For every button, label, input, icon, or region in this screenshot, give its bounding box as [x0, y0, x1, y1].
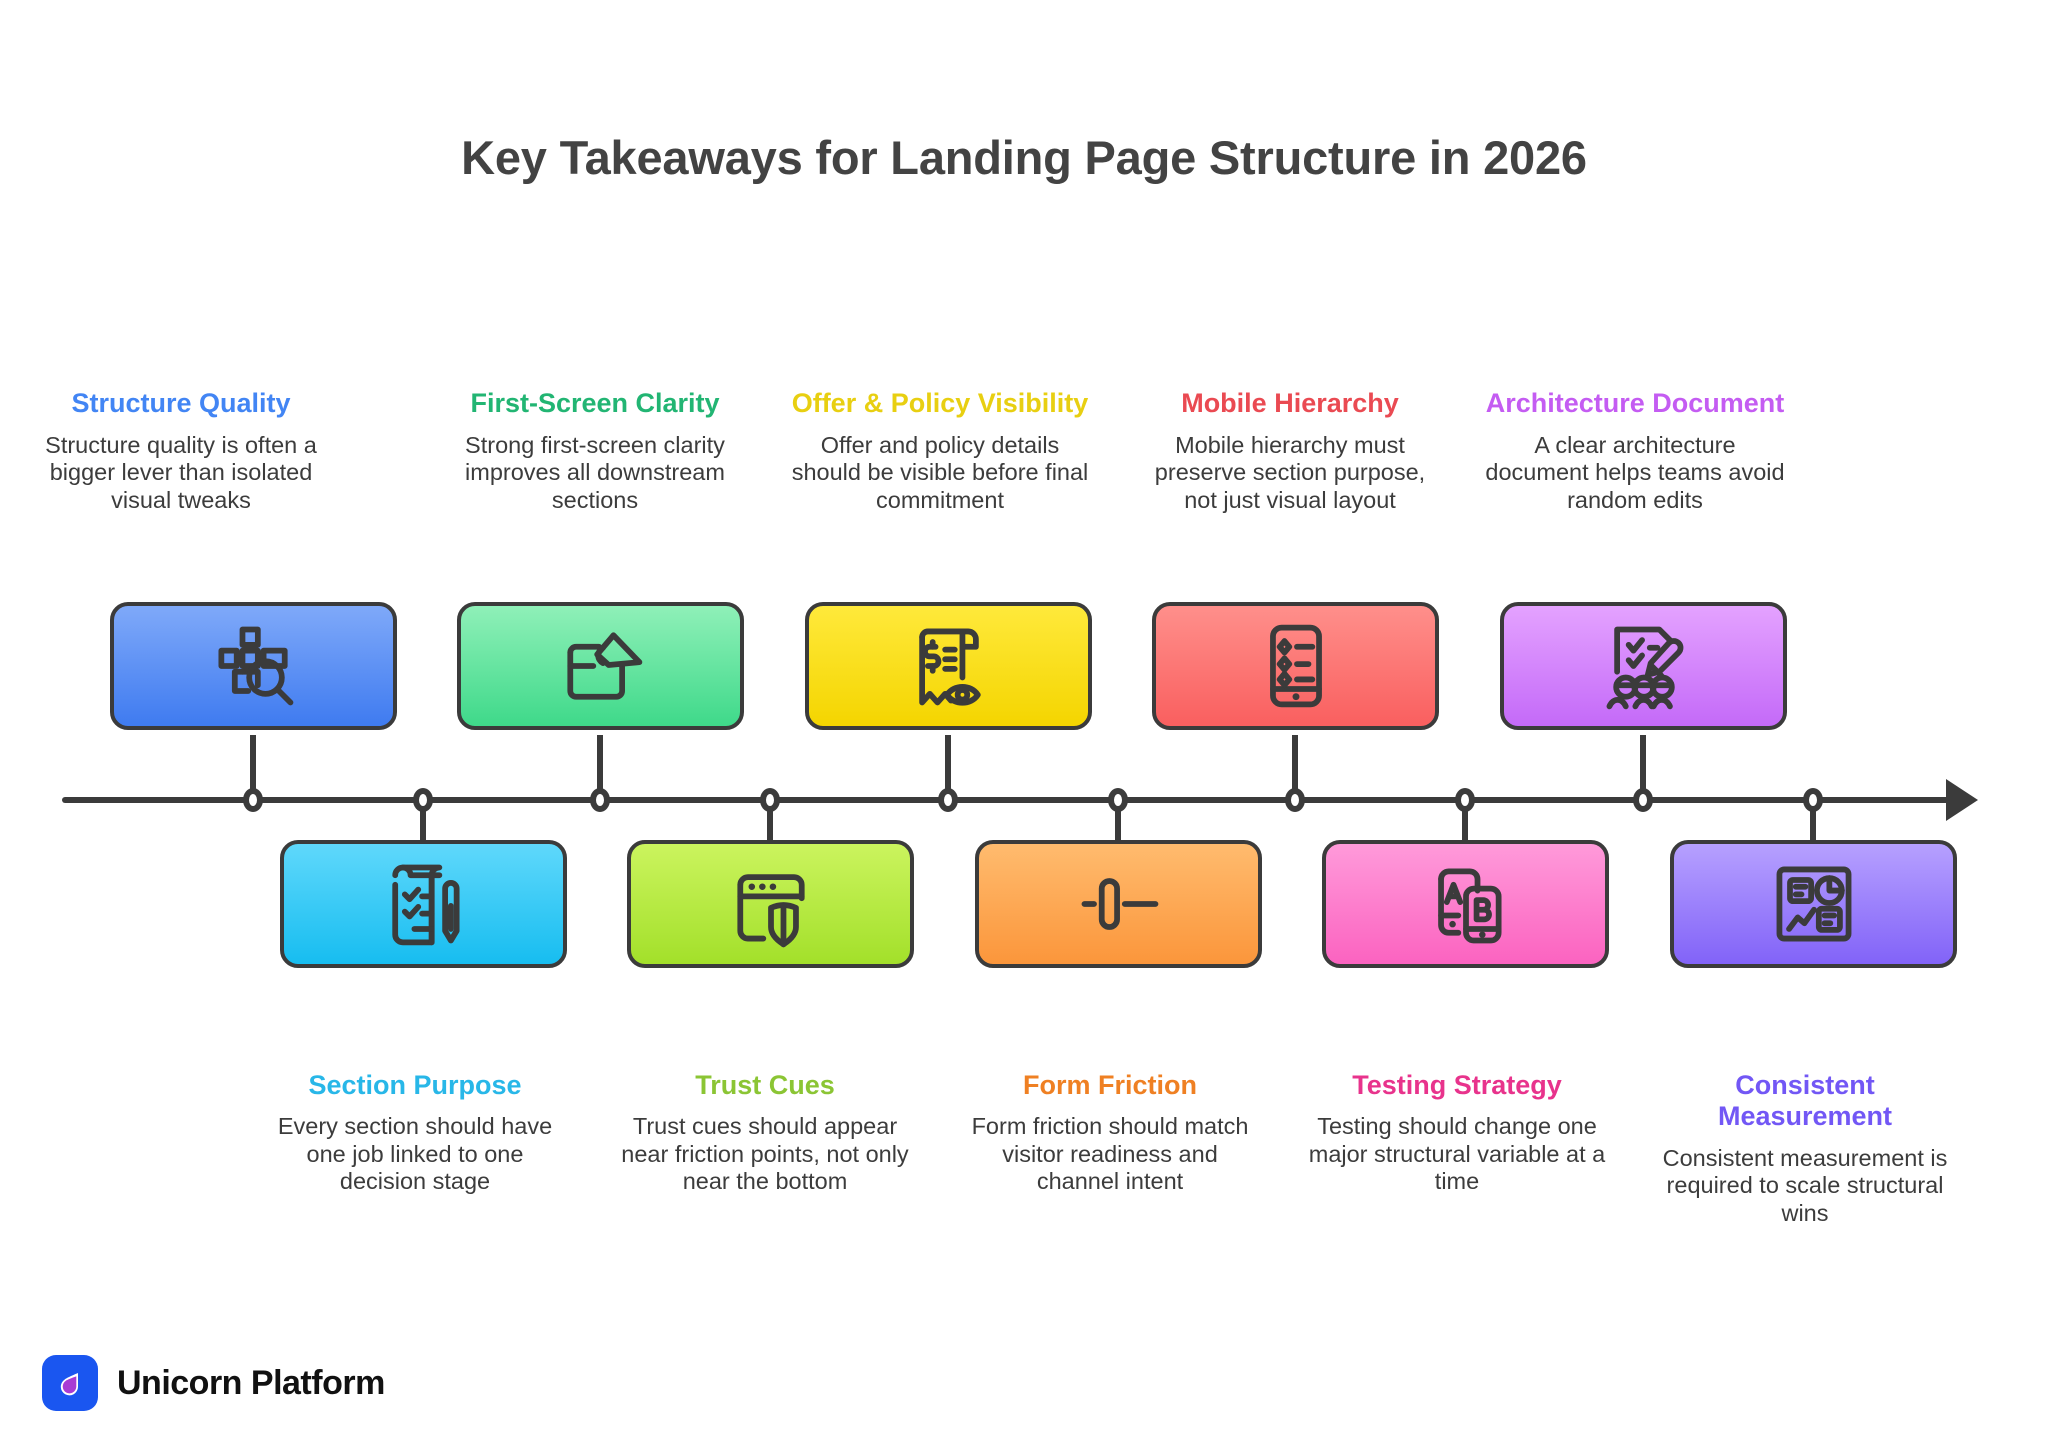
mobile-hierarchy-icon [1269, 624, 1322, 708]
icon-card-top-4[interactable] [1500, 602, 1787, 730]
icon-card-bottom-1[interactable] [627, 840, 914, 968]
ab-test-icon [1437, 868, 1502, 944]
takeaway-top-3: Mobile Hierarchy Mobile hierarchy must p… [1140, 388, 1440, 514]
takeaway-top-4: Architecture Document A clear architectu… [1485, 388, 1785, 514]
takeaway-label: Architecture Document [1485, 388, 1785, 419]
takeaway-bottom-0: Section Purpose Every section should hav… [265, 1070, 565, 1196]
takeaway-description: Every section should have one job linked… [277, 1113, 553, 1195]
takeaway-top-0: Structure Quality Structure quality is o… [31, 388, 331, 514]
takeaway-description: Trust cues should appear near friction p… [621, 1113, 909, 1195]
timeline-node-3[interactable] [760, 788, 780, 812]
architecture-doc-team-icon [1606, 626, 1683, 710]
takeaway-label: Form Friction [1023, 1070, 1197, 1100]
timeline-connector [1810, 800, 1816, 866]
timeline-connector [945, 735, 951, 801]
icon-card-top-2[interactable] [805, 602, 1092, 730]
timeline-node-1[interactable] [413, 788, 433, 812]
analytics-dashboard-icon [1776, 866, 1851, 942]
takeaway-label: Testing Strategy [1352, 1070, 1562, 1100]
timeline-node-6[interactable] [1285, 788, 1305, 812]
takeaway-description: Mobile hierarchy must preserve section p… [1154, 431, 1426, 513]
page-title: Key Takeaways for Landing Page Structure… [461, 131, 1587, 184]
timeline-node-9[interactable] [1803, 788, 1823, 812]
timeline-axis [62, 797, 1962, 803]
timeline-connector [1640, 735, 1646, 801]
icon-card-bottom-4[interactable] [1670, 840, 1957, 968]
brand-name: Unicorn Platform [117, 1363, 385, 1402]
takeaway-bottom-1: Trust Cues Trust cues should appear near… [615, 1070, 915, 1196]
takeaway-description: Structure quality is often a bigger leve… [45, 431, 317, 513]
takeaway-description: A clear architecture document helps team… [1485, 431, 1785, 513]
unicorn-platform-logo-icon [42, 1355, 98, 1411]
takeaway-description: Offer and policy details should be visib… [791, 431, 1089, 513]
timeline-connector [1115, 800, 1121, 866]
timeline-connector [767, 800, 773, 866]
icon-card-top-1[interactable] [457, 602, 744, 730]
checklist-pen-icon [391, 864, 460, 946]
footer-brand: Unicorn Platform [42, 1355, 385, 1411]
takeaway-label: Trust Cues [695, 1070, 835, 1100]
takeaway-label: Consistent Measurement [1717, 1070, 1893, 1132]
takeaway-top-1: First-Screen Clarity Strong first-screen… [445, 388, 745, 514]
takeaway-description: Testing should change one major structur… [1308, 1113, 1606, 1195]
timeline-connector [1462, 800, 1468, 866]
takeaway-label: Mobile Hierarchy [1181, 388, 1399, 419]
icon-card-bottom-2[interactable] [975, 840, 1262, 968]
timeline-node-2[interactable] [590, 788, 610, 812]
icon-card-bottom-0[interactable] [280, 840, 567, 968]
timeline-node-8[interactable] [1633, 788, 1653, 812]
takeaway-label: First-Screen Clarity [470, 388, 720, 419]
timeline-connector [1292, 735, 1298, 801]
takeaway-top-2: Offer & Policy Visibility Offer and poli… [790, 388, 1090, 514]
timeline-node-5[interactable] [1108, 788, 1128, 812]
timeline-node-7[interactable] [1455, 788, 1475, 812]
icon-card-bottom-3[interactable] [1322, 840, 1609, 968]
timeline-connector [597, 735, 603, 801]
timeline-node-4[interactable] [938, 788, 958, 812]
takeaway-bottom-3: Testing Strategy Testing should change o… [1307, 1070, 1607, 1196]
takeaway-label: Offer & Policy Visibility [791, 388, 1089, 419]
icon-card-top-0[interactable] [110, 602, 397, 730]
icon-card-top-3[interactable] [1152, 602, 1439, 730]
timeline-connector [250, 735, 256, 801]
timeline-connector [420, 800, 426, 866]
takeaway-description: Strong first-screen clarity improves all… [465, 431, 725, 513]
slider-control-icon [1081, 878, 1158, 930]
takeaway-label: Structure Quality [71, 388, 291, 419]
takeaway-description: Consistent measurement is required to sc… [1662, 1144, 1948, 1226]
takeaway-bottom-2: Form Friction Form friction should match… [960, 1070, 1260, 1196]
browser-shield-icon [736, 874, 805, 948]
takeaway-description: Form friction should match visitor readi… [971, 1113, 1249, 1195]
takeaway-label: Section Purpose [308, 1070, 522, 1100]
receipt-eye-icon [918, 628, 981, 706]
layout-search-icon [217, 626, 293, 706]
takeaway-bottom-4: Consistent Measurement Consistent measur… [1655, 1070, 1955, 1227]
timeline-node-0[interactable] [243, 788, 263, 812]
screen-megaphone-icon [566, 632, 642, 700]
timeline-arrow-icon [1946, 779, 1978, 821]
